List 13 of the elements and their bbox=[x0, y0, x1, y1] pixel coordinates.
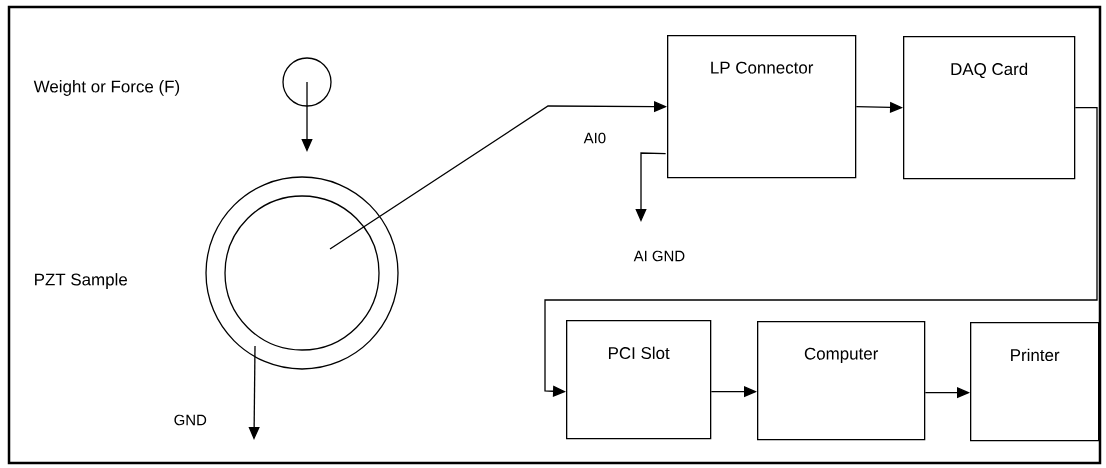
circle bbox=[282, 57, 332, 107]
process-box: DAQ Card bbox=[903, 36, 1076, 180]
arrow bbox=[544, 107, 1098, 397]
label: PZT Sample bbox=[35, 273, 127, 289]
edge-label: GND bbox=[174, 414, 207, 426]
ring-drawing bbox=[205, 176, 399, 370]
process-box: LP Connector bbox=[667, 35, 857, 179]
label: Weight or Force (F) bbox=[33, 80, 180, 96]
process-box: Computer bbox=[757, 321, 926, 441]
process-box: Printer bbox=[970, 322, 1100, 442]
edge-label: AI0 bbox=[583, 132, 606, 144]
edge-label: AI GND bbox=[633, 250, 685, 262]
process-box: PCI Slot bbox=[566, 320, 712, 440]
